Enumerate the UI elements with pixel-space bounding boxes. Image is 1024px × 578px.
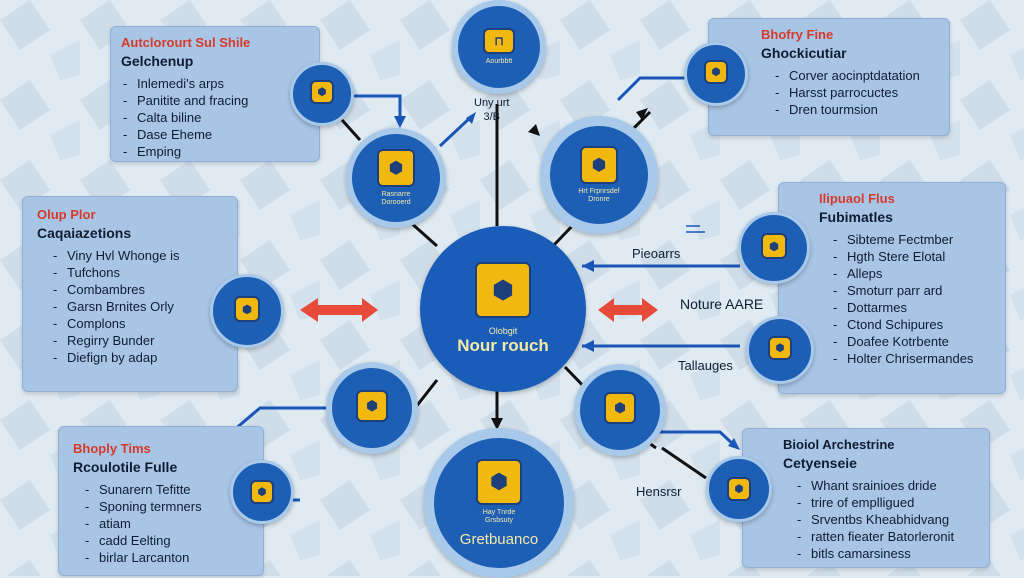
panel-title: Bhofry Fine — [761, 27, 834, 42]
left-node[interactable]: ⬢ — [210, 274, 284, 348]
small-node-top-left[interactable]: ⬢ — [290, 62, 354, 126]
list-item: Panitite and fracing — [121, 92, 309, 109]
list-item: Harsst parrocuctes — [773, 84, 937, 101]
list-item: Smoturr parr ard — [831, 282, 993, 299]
list-item: Tufchons — [51, 264, 223, 281]
panel-subtitle: Caqaiazetions — [37, 225, 132, 241]
panel-subtitle: Ghockicutiar — [761, 45, 847, 61]
lower-left-node[interactable]: ⬢ — [326, 362, 418, 454]
list-item: Combambres — [51, 281, 223, 298]
panel-top-right: Bhofry Fine Ghockicutiar Corver aocinptd… — [708, 18, 950, 136]
panel-title: Bioiol Archestrine — [783, 437, 895, 452]
list-item: Hgth Stere Elotal — [831, 248, 993, 265]
edge-label-hensrsr: Hensrsr — [636, 484, 682, 499]
list-item: atiam — [83, 515, 249, 532]
panel-title: Olup Plor — [37, 207, 96, 222]
list-item: trire of emplligued — [795, 494, 977, 511]
list-item: Complons — [51, 315, 223, 332]
edge-label-nouture: Noture AARE — [680, 296, 764, 312]
bottom-node-caption: Gretbuanco — [459, 530, 539, 548]
hexagon-icon: ⬢ — [250, 480, 274, 504]
upper-right-node[interactable]: ⬢ Hrt Frpnrsdef Dronre — [540, 116, 658, 234]
panel-top-left: Autclorourt Sul Shile Gelchenup Inlemedi… — [110, 26, 320, 162]
list-item: Ctond Schipures — [831, 316, 993, 333]
panel-subtitle: Rcoulotile Fulle — [73, 459, 178, 475]
panel-bottom-right: Bioiol Archestrine Cetyenseie Whant srai… — [742, 428, 990, 568]
list-item: birlar Larcanton — [83, 549, 249, 566]
list-item: Srventbs Kheabhidvang — [795, 511, 977, 528]
right-upper-node[interactable]: ⬢ — [738, 212, 810, 284]
list-item: Doafee Kotrbente — [831, 333, 993, 350]
list-item: Sibteme Fectmber — [831, 231, 993, 248]
panel-subtitle: Cetyenseie — [783, 455, 857, 471]
list-item: Holter Chrisermandes — [831, 350, 993, 367]
hexagon-icon: ⬢ — [604, 392, 636, 424]
hexagon-icon: ⬢ — [768, 336, 792, 360]
list-item: Dren tourmsion — [773, 101, 937, 118]
list-item: Emping — [121, 143, 309, 160]
upper-left-node[interactable]: ⬢ Rasnarre Dorooerd — [346, 128, 446, 228]
panel-title: Ilipuaol Flus — [819, 191, 895, 206]
lower-right-node[interactable]: ⬢ — [574, 364, 666, 456]
list-item: Inlemedi's arps — [121, 75, 309, 92]
list-item: bitls camarsiness — [795, 545, 977, 562]
list-item: Dottarmes — [831, 299, 993, 316]
list-item: cadd Eelting — [83, 532, 249, 549]
list-item: Calta biline — [121, 109, 309, 126]
top-node-caption: Uny urt 3/B — [474, 96, 509, 124]
hexagon-icon: ⬢ — [234, 296, 260, 322]
small-node-bottom-right[interactable]: ⬢ — [706, 456, 772, 522]
list-item: Dase Eheme — [121, 126, 309, 143]
hexagon-icon: ⬢ — [356, 390, 388, 422]
edge-label-tallauges: Tallauges — [678, 358, 733, 373]
list-item: ratten fieater Batorleronit — [795, 528, 977, 545]
list-item: Sponing termners — [83, 498, 249, 515]
list-item: Viny Hvl Whonge is — [51, 247, 223, 264]
node-label: Rasnarre Dorooerd — [381, 191, 411, 206]
hub-title: Nour rouch — [457, 336, 549, 355]
list-item: Garsn Brnites Orly — [51, 298, 223, 315]
node-label: Aourbbtt — [485, 58, 513, 65]
panel-bottom-left: Bhoply Tims Rcoulotile Fulle Sunarern Te… — [58, 426, 264, 576]
panel-subtitle: Gelchenup — [121, 53, 194, 69]
bridge-icon: ⊓ — [483, 28, 515, 54]
panel-title: Autclorourt Sul Shile — [121, 35, 251, 50]
caption-line: 3/B — [483, 111, 500, 123]
hexagon-icon: ⬢ — [580, 146, 618, 184]
top-node[interactable]: ⊓ Aourbbtt — [452, 0, 546, 94]
hub-caption: Olobgit — [488, 326, 518, 336]
hexagon-icon: ⬢ — [727, 477, 751, 501]
panel-right: Ilipuaol Flus Fubimatles Sibteme Fectmbe… — [778, 182, 1006, 394]
list-item: Diefign by adap — [51, 349, 223, 366]
small-node-bottom-left[interactable]: ⬢ — [230, 460, 294, 524]
list-item: Whant srainioes dride — [795, 477, 977, 494]
bottom-node[interactable]: ⬢ Hay Tnrde Grsbsuty Gretbuanco — [424, 428, 574, 578]
center-hub-node[interactable]: ⬢ Olobgit Nour rouch — [420, 226, 586, 392]
hexagon-icon: ⬢ — [310, 80, 334, 104]
node-label: Hrt Frpnrsdef Dronre — [578, 188, 620, 203]
hexagon-icon: ⬢ — [377, 149, 415, 187]
caption-line: Uny urt — [474, 97, 510, 109]
list-item: Alleps — [831, 265, 993, 282]
node-label: Hay Tnrde Grsbsuty — [482, 508, 516, 524]
panel-left: Olup Plor Caqaiazetions Viny Hvl Whonge … — [22, 196, 238, 392]
hexagon-icon: ⬢ — [761, 233, 787, 259]
hexagon-icon: ⬢ — [704, 60, 728, 84]
edge-label-pieoarrs: Pieoarrs — [632, 246, 681, 261]
panel-subtitle: Fubimatles — [819, 209, 893, 225]
small-node-top-right[interactable]: ⬢ — [684, 42, 748, 106]
hexagon-icon: ⬢ — [476, 458, 522, 505]
list-item: Regirry Bunder — [51, 332, 223, 349]
right-lower-node[interactable]: ⬢ — [746, 316, 814, 384]
list-item: Corver aocinptdatation — [773, 67, 937, 84]
hexagon-icon: ⬢ — [475, 262, 531, 318]
list-item: Sunarern Tefitte — [83, 481, 249, 498]
panel-title: Bhoply Tims — [73, 441, 151, 456]
